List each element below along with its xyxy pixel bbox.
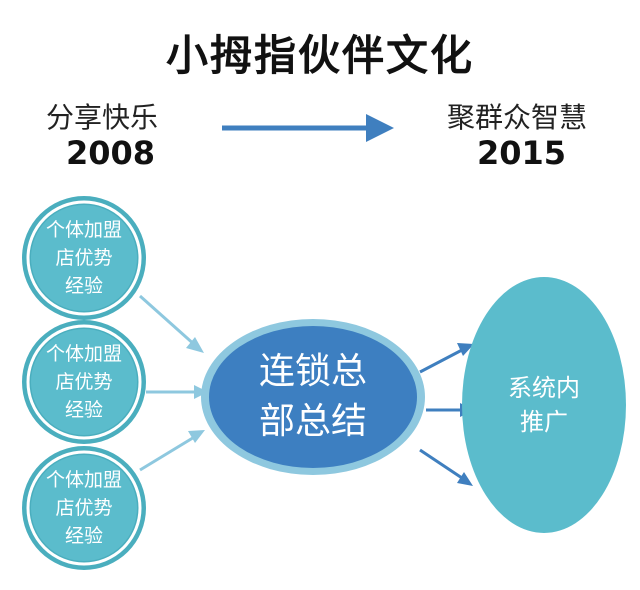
- page-title: 小拇指伙伴文化: [165, 31, 474, 80]
- target-node: [462, 277, 626, 533]
- hub-label: 连锁总 部总结: [258, 351, 367, 442]
- source-node-3-label: 个体加盟 店优势 经验: [45, 469, 122, 547]
- source-node-1-label: 个体加盟 店优势 经验: [45, 219, 122, 297]
- target-label: 系统内 推广: [508, 374, 580, 436]
- end-slogan: 聚群众智慧: [447, 101, 588, 134]
- arrow-source-2-to-hub: [146, 385, 208, 399]
- timeline-arrow: [222, 114, 394, 142]
- end-year: 2015: [477, 134, 567, 172]
- source-node-2: [22, 320, 146, 444]
- start-year: 2008: [66, 134, 156, 172]
- source-node-3: [22, 446, 146, 570]
- source-node-2-label: 个体加盟 店优势 经验: [45, 343, 122, 421]
- hub-node: [201, 319, 425, 475]
- arrow-source-3-to-hub: [139, 430, 205, 472]
- arrow-hub-to-target-top: [419, 343, 474, 374]
- arrow-source-1-to-hub: [139, 294, 204, 353]
- source-node-1: [22, 196, 146, 320]
- arrow-hub-to-target-bottom: [419, 448, 473, 486]
- start-slogan: 分享快乐: [46, 101, 159, 134]
